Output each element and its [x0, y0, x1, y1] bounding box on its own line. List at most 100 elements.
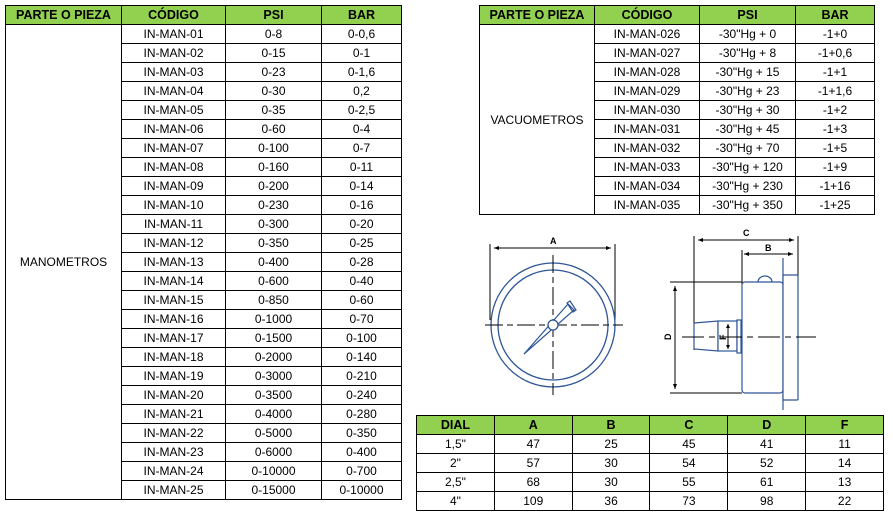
- dim-label-f: F: [718, 334, 728, 340]
- table-cell: 0-60: [225, 119, 322, 139]
- dim-label-d: D: [663, 333, 673, 340]
- gauge-dimension-drawing: A C B D F: [485, 228, 816, 410]
- table-cell: 0-160: [225, 157, 322, 177]
- table-cell: 0-16: [321, 195, 402, 215]
- table-cell: 0-1: [321, 43, 402, 63]
- table-cell: -30"Hg + 70: [699, 138, 796, 158]
- table-cell: 0-30: [225, 81, 322, 101]
- table-cell: 0-140: [321, 347, 402, 367]
- table-cell: IN-MAN-09: [121, 176, 226, 196]
- table-cell: 0-1000: [225, 309, 322, 329]
- table-cell: -30"Hg + 350: [699, 195, 796, 215]
- table-cell: -30"Hg + 120: [699, 157, 796, 177]
- table-cell: IN-MAN-06: [121, 119, 226, 139]
- table-cell: IN-MAN-18: [121, 347, 226, 367]
- table-cell: 0-230: [225, 195, 322, 215]
- table-cell: 0-7: [321, 138, 402, 158]
- table-cell: 0-400: [225, 252, 322, 272]
- table-cell: -30"Hg + 23: [699, 81, 796, 101]
- table-cell: -30"Hg + 30: [699, 100, 796, 120]
- table-cell: IN-MAN-026: [594, 24, 700, 44]
- table-cell: IN-MAN-031: [594, 119, 700, 139]
- table-cell: 25: [571, 434, 651, 454]
- table-row: IN-MAN-027-30"Hg + 8-1+0,6: [480, 43, 875, 63]
- table-row: IN-MAN-028-30"Hg + 15-1+1: [480, 62, 875, 82]
- table-cell: 0-4: [321, 119, 402, 139]
- table-cell: -1+16: [795, 176, 875, 196]
- table-cell: IN-MAN-08: [121, 157, 226, 177]
- table-cell: IN-MAN-21: [121, 404, 226, 424]
- table-cell: 36: [571, 491, 651, 511]
- table-cell: 0,2: [321, 81, 402, 101]
- table-row: IN-MAN-031-30"Hg + 45-1+3: [480, 119, 875, 139]
- column-header: CÓDIGO: [594, 5, 700, 25]
- table-cell: 2,5": [416, 472, 495, 492]
- table-cell: 0-14: [321, 176, 402, 196]
- table-cell: 0-350: [225, 233, 322, 253]
- table-cell: 0-100: [321, 328, 402, 348]
- table-cell: 0-0,6: [321, 24, 402, 44]
- table-cell: IN-MAN-04: [121, 81, 226, 101]
- table-cell: -1+1,6: [795, 81, 875, 101]
- gauge-front-view: A: [485, 236, 623, 395]
- table-cell: 0-10000: [225, 461, 322, 481]
- table-cell: 0-20: [321, 214, 402, 234]
- column-header: PARTE O PIEZA: [5, 5, 122, 25]
- table-cell: IN-MAN-032: [594, 138, 700, 158]
- table-cell: 13: [805, 472, 884, 492]
- table-cell: IN-MAN-10: [121, 195, 226, 215]
- table-cell: 0-4000: [225, 404, 322, 424]
- table-cell: 0-5000: [225, 423, 322, 443]
- table-cell: IN-MAN-11: [121, 214, 226, 234]
- table-cell: IN-MAN-20: [121, 385, 226, 405]
- table-cell: IN-MAN-23: [121, 442, 226, 462]
- table-cell: IN-MAN-01: [121, 24, 226, 44]
- table-cell: IN-MAN-030: [594, 100, 700, 120]
- table-cell: IN-MAN-03: [121, 62, 226, 82]
- table-cell: 1,5": [416, 434, 495, 454]
- table-cell: IN-MAN-035: [594, 195, 700, 215]
- table-cell: 109: [493, 491, 573, 511]
- table-cell: 0-240: [321, 385, 402, 405]
- column-header: PSI: [225, 5, 322, 25]
- table-cell: 98: [727, 491, 807, 511]
- dim-label-c: C: [743, 228, 750, 238]
- table-cell: 0-100: [225, 138, 322, 158]
- table-cell: IN-MAN-12: [121, 233, 226, 253]
- table-cell: IN-MAN-027: [594, 43, 700, 63]
- table-cell: 14: [805, 453, 884, 473]
- table-cell: 0-600: [225, 271, 322, 291]
- column-header: BAR: [795, 5, 875, 25]
- table-cell: IN-MAN-02: [121, 43, 226, 63]
- table-cell: 68: [493, 472, 573, 492]
- table-cell: IN-MAN-16: [121, 309, 226, 329]
- dim-label-b: B: [765, 243, 772, 253]
- table-cell: 0-25: [321, 233, 402, 253]
- dim-label-a: A: [550, 236, 557, 246]
- table-cell: 0-23: [225, 62, 322, 82]
- table-cell: 0-8: [225, 24, 322, 44]
- table-cell: 11: [805, 434, 884, 454]
- table-cell: IN-MAN-17: [121, 328, 226, 348]
- table-cell: 0-280: [321, 404, 402, 424]
- table-cell: 0-2,5: [321, 100, 402, 120]
- table-cell: -30"Hg + 45: [699, 119, 796, 139]
- column-header: PARTE O PIEZA: [479, 5, 595, 25]
- table-cell: IN-MAN-029: [594, 81, 700, 101]
- group-label: MANOMETROS: [5, 24, 122, 500]
- table-cell: 45: [649, 434, 729, 454]
